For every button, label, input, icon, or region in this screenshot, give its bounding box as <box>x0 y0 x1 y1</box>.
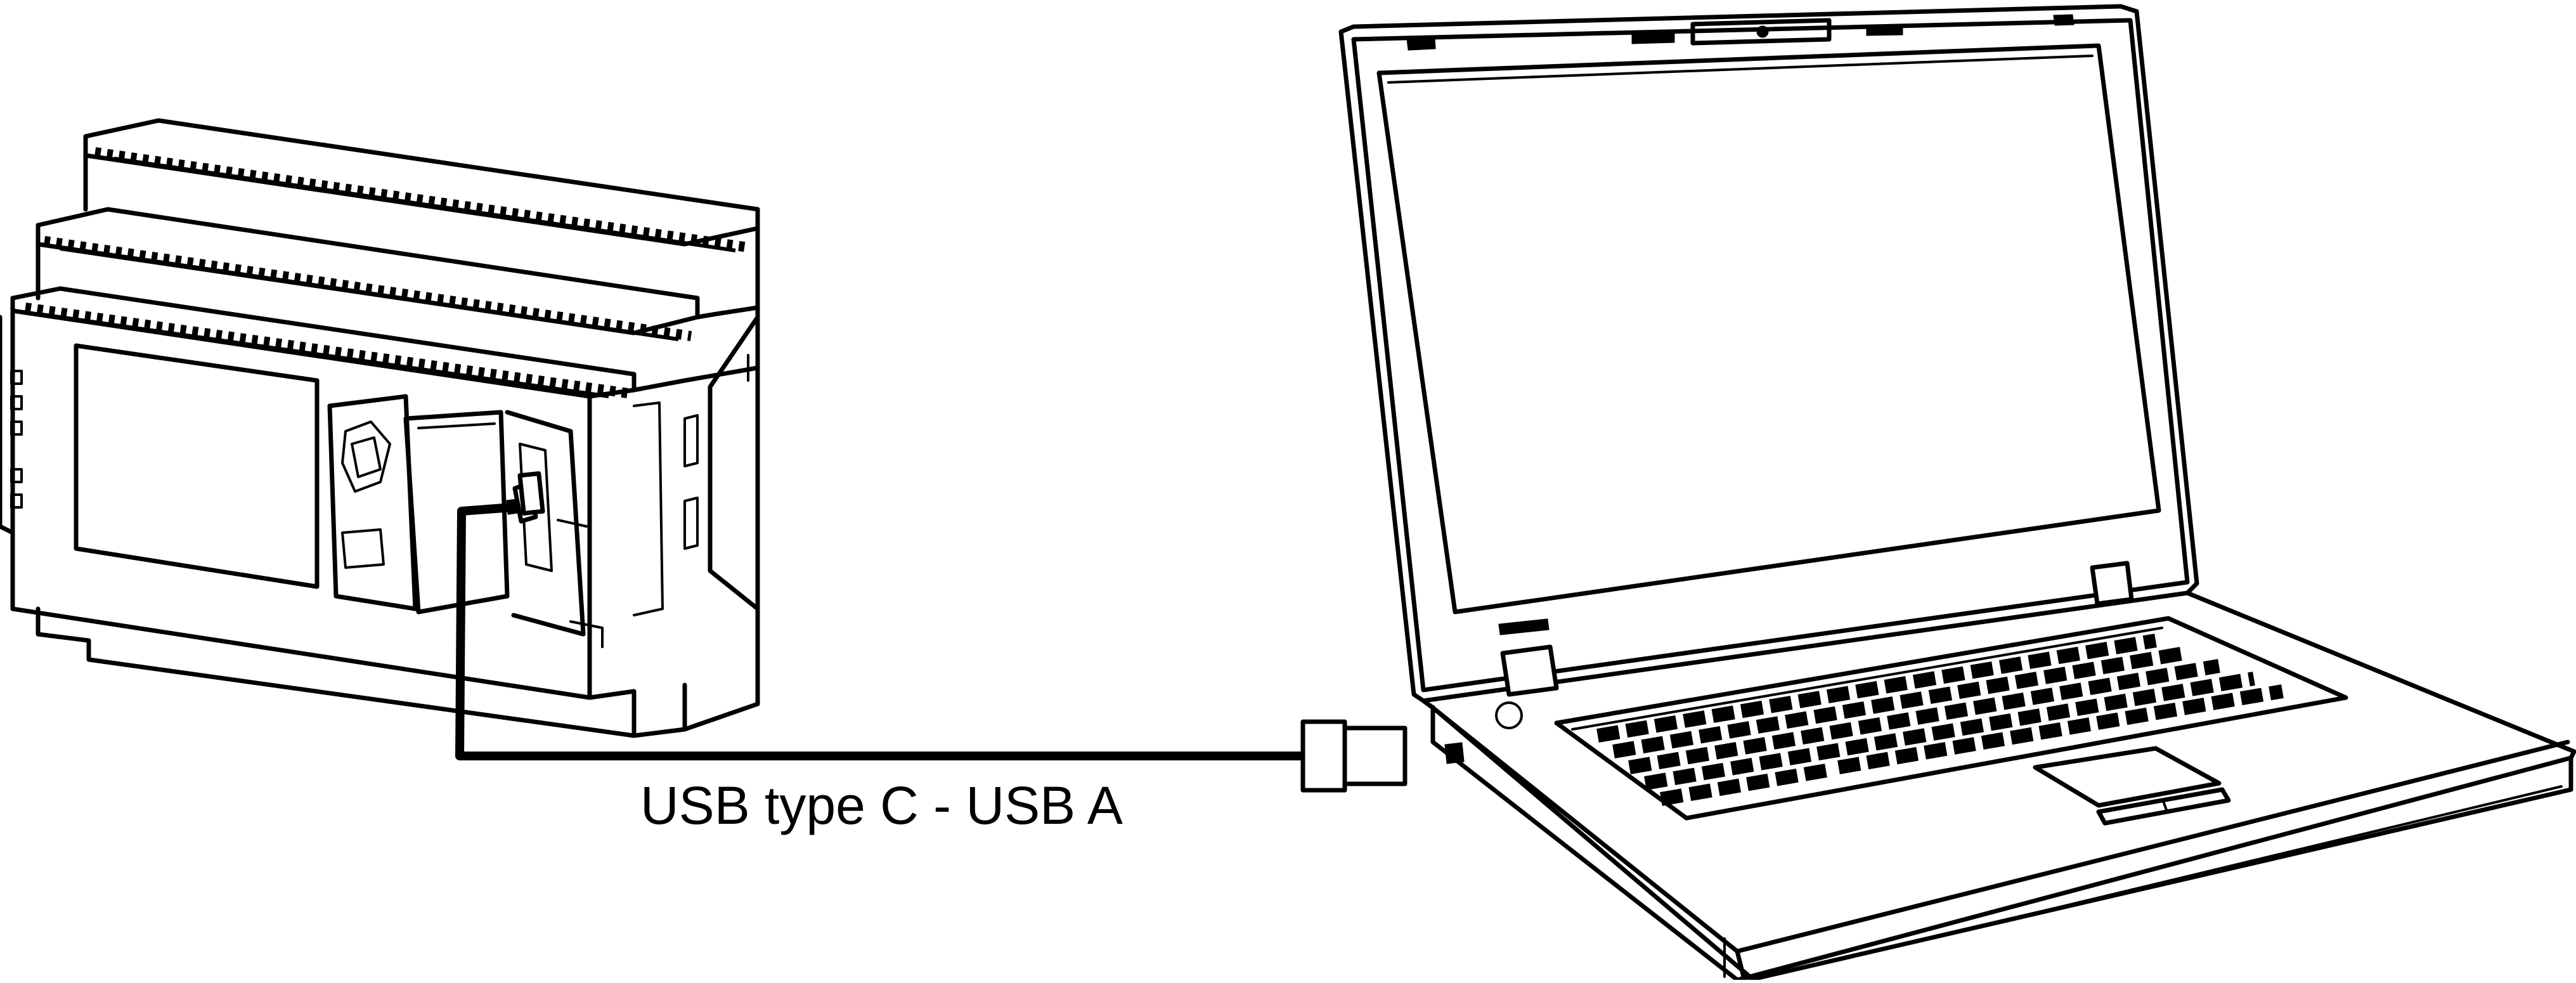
terminal-row-middle <box>43 236 692 341</box>
laptop-icon <box>1338 4 2576 982</box>
usb-port-cover <box>403 410 510 615</box>
laptop-keys <box>1596 634 2284 806</box>
laptop-keyboard <box>1554 616 2348 821</box>
plc-module-icon <box>0 118 760 738</box>
status-led-icons <box>10 370 23 509</box>
terminal-row-front <box>24 303 629 398</box>
usb-cable <box>455 471 1408 793</box>
cable-label: USB type C - USB A <box>640 776 1123 835</box>
laptop-touchpad <box>2033 746 2222 808</box>
laptop-screen <box>1376 43 2161 615</box>
plc-display-window <box>74 343 320 589</box>
usb-type-c-plug-icon <box>506 471 545 524</box>
usb-a-plug-icon <box>1300 719 1408 793</box>
terminal-row-back <box>94 147 749 252</box>
